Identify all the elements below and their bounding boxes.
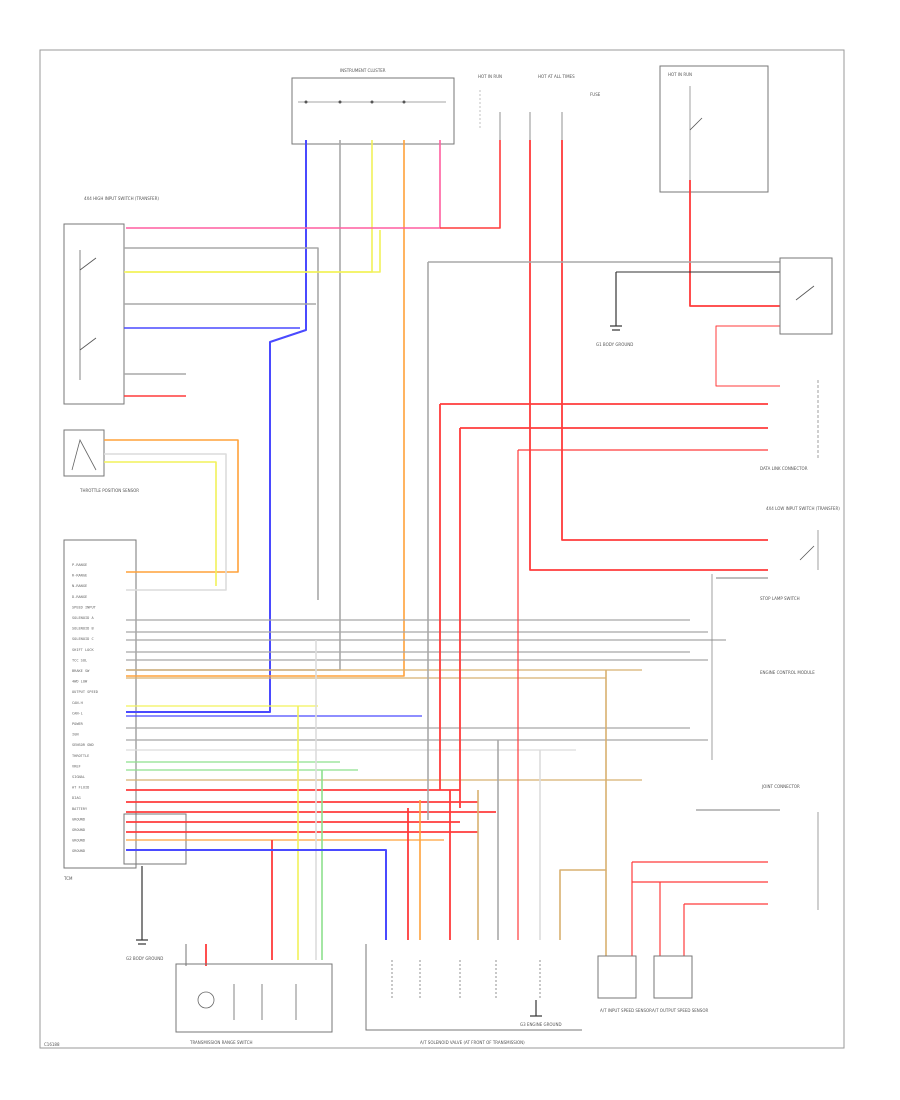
tcm-pin-label: D-RANGE xyxy=(72,595,87,599)
tcm-pin-label: CAN-H xyxy=(72,701,83,705)
tcm-pin-label: P-RANGE xyxy=(72,563,87,567)
wire-red-hot-1 xyxy=(440,140,501,229)
tcm-module: TCM P-RANGE R-RANGE N-RANGE D-RANGE SPEED IN… xyxy=(63,539,137,881)
throttle-position-sensor: THROTTLE POSITION SENSOR xyxy=(63,429,139,493)
ground-symbol-g3: G3 ENGINE GROUND xyxy=(520,1000,562,1027)
speed-sensor-2-label: A/T OUTPUT SPEED SENSOR xyxy=(652,1008,708,1013)
tcm-pin-label: GROUND xyxy=(72,839,85,843)
tcm-pin-label: THROTTLE xyxy=(72,754,89,758)
tcm-pin-label: SOLENOID C xyxy=(72,637,94,641)
data-link-label: DATA LINK CONNECTOR xyxy=(760,466,808,471)
wire-blue-down xyxy=(126,849,387,940)
wire-pink-cluster xyxy=(126,140,441,229)
tcm-pin-label: 4WD LOW xyxy=(72,680,88,684)
hot-in-run-2-label: HOT IN RUN xyxy=(668,72,692,77)
tcm-pin-label: N-RANGE xyxy=(72,584,87,588)
input-speed-sensor: A/T INPUT SPEED SENSOR xyxy=(597,955,652,1013)
tcm-pin-label: IGN xyxy=(72,733,79,737)
relay-box-top-right: HOT IN RUN xyxy=(659,65,769,193)
wire-red-hot-2 xyxy=(529,140,768,571)
tcm-pin-label: SENSOR GND xyxy=(72,743,94,747)
transfer-switch-label: 4X4 HIGH INPUT SWITCH (TRANSFER) xyxy=(84,196,159,201)
instrument-cluster-label: INSTRUMENT CLUSTER xyxy=(340,68,386,73)
tcm-pin-label: SHIFT LOCK xyxy=(72,648,94,652)
tcm-pin-label: SOLENOID A xyxy=(72,616,94,620)
ground-g2-label: G2 BODY GROUND xyxy=(126,956,163,961)
wire-orange-cluster xyxy=(126,140,405,677)
wire-red-relay-2 xyxy=(715,325,780,387)
ground-g3-label: G3 ENGINE GROUND xyxy=(520,1022,562,1027)
solenoid-valve-label: A/T SOLENOID VALVE (AT FRONT OF TRANSMIS… xyxy=(420,1040,525,1045)
output-speed-sensor: A/T OUTPUT SPEED SENSOR xyxy=(652,955,708,1013)
wire-blue-cluster xyxy=(126,140,307,713)
wire-red-relay xyxy=(689,180,780,307)
fuse-block-top: HOT IN RUN HOT AT ALL TIMES FUSE xyxy=(478,74,601,140)
wire-layer xyxy=(104,140,780,966)
wire-red-hot-3 xyxy=(561,140,768,541)
tcm-pin-label: TCC SOL xyxy=(72,658,87,662)
tcm-pin-label: SOLENOID B xyxy=(72,627,94,631)
shift-lock-solenoid: TRANSMISSION RANGE SWITCH xyxy=(175,963,333,1045)
tcm-pin-label: DIAG xyxy=(72,796,81,800)
wire-yellow-cluster xyxy=(126,140,373,273)
a-t-solenoid-valve: A/T SOLENOID VALVE (AT FRONT OF TRANSMIS… xyxy=(365,944,582,1045)
wire-gray-transfer-1 xyxy=(124,247,319,600)
diagram-frame xyxy=(39,49,845,1049)
brake-switch-right: 4X4 LOW INPUT SWITCH (TRANSFER) xyxy=(766,506,840,570)
wire-orange-tps xyxy=(104,439,239,573)
tcm-pin-label: GROUND xyxy=(72,849,85,853)
tcm-pin-label: GROUND xyxy=(72,817,85,821)
wire-yellow-transfer xyxy=(124,230,381,273)
ground-symbol-g2: G2 BODY GROUND xyxy=(126,866,163,961)
figure-code: C16188 xyxy=(44,1042,60,1047)
tcm-connector xyxy=(123,813,187,865)
transfer-switch: 4X4 HIGH INPUT SWITCH (TRANSFER) xyxy=(63,196,159,405)
ground-g1-label: G1 BODY GROUND xyxy=(596,342,633,347)
fuse-label: FUSE xyxy=(590,92,601,97)
ground-symbol-g1: G1 BODY GROUND xyxy=(596,272,633,347)
instrument-cluster: INSTRUMENT CLUSTER xyxy=(291,68,455,145)
wire-tan-sensor xyxy=(559,670,607,940)
tcm-pin-label: SIGNAL xyxy=(72,775,85,779)
speed-sensor-1-label: A/T INPUT SPEED SENSOR xyxy=(600,1008,652,1013)
tcm-pin-label: SPEED INPUT xyxy=(72,605,97,609)
tcm-pin-label: GROUND xyxy=(72,828,85,832)
ecm-right: STOP LAMP SWITCH ENGINE CONTROL MODULE xyxy=(711,574,815,760)
right-connector-upper: DATA LINK CONNECTOR xyxy=(760,380,819,471)
brake-pressure-label: 4X4 LOW INPUT SWITCH (TRANSFER) xyxy=(766,506,840,511)
tcm-pin-label: R-RANGE xyxy=(72,574,87,578)
joint-connector-label: JOINT CONNECTOR xyxy=(761,784,800,789)
brake-switch-label: STOP LAMP SWITCH xyxy=(760,596,800,601)
wire-yellow-tps xyxy=(104,461,217,586)
hot-at-all-times-label: HOT AT ALL TIMES xyxy=(538,74,575,79)
tcm-pin-label: CAN-L xyxy=(72,711,83,715)
tcm-pin-label: VREF xyxy=(72,764,81,768)
stop-lamp-switch xyxy=(779,257,833,335)
tcm-pin-label: AT FLUID xyxy=(72,786,89,790)
tcm-label: TCM xyxy=(63,876,73,881)
tcm-pin-label: BRAKE SW xyxy=(72,669,90,673)
tcm-pin-label: OUTPUT SPEED xyxy=(72,690,98,694)
joint-connector-right: JOINT CONNECTOR xyxy=(761,784,819,910)
throttle-sensor-label: THROTTLE POSITION SENSOR xyxy=(79,488,139,493)
range-switch-label: TRANSMISSION RANGE SWITCH xyxy=(189,1040,253,1045)
wire-white-tps xyxy=(104,453,227,591)
hot-in-run-label: HOT IN RUN xyxy=(478,74,502,79)
tcm-pin-label: POWER xyxy=(72,722,84,726)
tcm-pin-label: BATTERY xyxy=(72,807,88,811)
ecm-label: ENGINE CONTROL MODULE xyxy=(760,670,815,675)
